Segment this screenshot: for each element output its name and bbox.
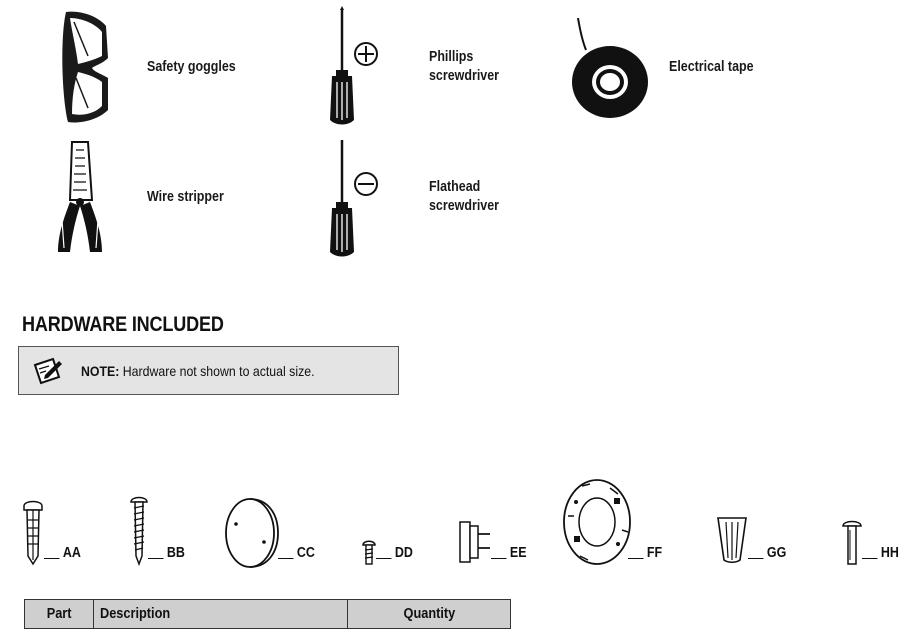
short-screw-icon <box>362 540 376 565</box>
phillips-screwdriver-icon <box>330 6 378 125</box>
hw-label-ff: FF <box>628 545 662 561</box>
section-title: HARDWARE INCLUDED <box>22 313 224 336</box>
tool-label-stripper: Wire stripper <box>147 189 224 205</box>
hw-label-cc: CC <box>278 545 315 561</box>
hw-label-dd: DD <box>376 545 413 561</box>
note-icon <box>33 357 62 385</box>
wire-stripper-icon <box>58 141 102 252</box>
note-body: Hardware not shown to actual size. <box>119 363 315 379</box>
col-header-quantity: Quantity <box>347 599 511 629</box>
hw-label-hh: HH <box>862 545 899 561</box>
tool-label-goggles: Safety goggles <box>147 59 236 75</box>
note-box: NOTE: Hardware not shown to actual size. <box>18 346 399 395</box>
note-text: NOTE: Hardware not shown to actual size. <box>81 363 315 379</box>
wood-screw-icon <box>130 496 148 567</box>
hw-label-aa: AA <box>44 545 81 561</box>
tool-label-flathead: Flathead screwdriver <box>429 179 500 214</box>
mounting-screw-icon <box>842 520 862 565</box>
hw-label-gg: GG <box>748 545 786 561</box>
mounting-plate-icon <box>563 479 631 565</box>
bracket-icon <box>459 521 490 563</box>
tool-label-tape: Electrical tape <box>669 59 754 75</box>
wire-connector-icon <box>717 517 747 564</box>
note-prefix: NOTE: <box>81 363 120 379</box>
col-header-part: Part <box>24 599 94 629</box>
table-header-row: Part Description Quantity <box>24 599 511 629</box>
tool-label-phillips: Phillips screwdriver <box>429 49 500 84</box>
hw-label-bb: BB <box>148 545 185 561</box>
hw-label-ee: EE <box>491 545 527 561</box>
wall-anchor-icon <box>23 500 43 566</box>
electrical-tape-icon <box>572 17 648 118</box>
canopy-icon <box>225 498 279 568</box>
safety-goggles-icon <box>62 11 108 123</box>
col-header-description: Description <box>93 599 348 629</box>
flathead-screwdriver-icon <box>330 140 378 257</box>
parts-table: Part Description Quantity <box>24 599 511 629</box>
